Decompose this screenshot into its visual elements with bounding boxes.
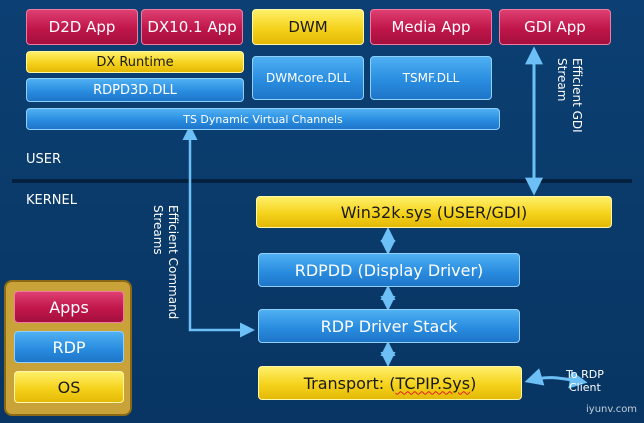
to-rdp-line1: To RDP xyxy=(566,368,604,381)
rdpdd-box: RDPDD (Display Driver) xyxy=(258,253,520,287)
efficient-cmd-line2: Streams xyxy=(151,205,165,255)
transport-box: Transport: (TCPIP.Sys) xyxy=(258,366,522,400)
rdp-driver-stack-box: RDP Driver Stack xyxy=(258,309,520,343)
efficient-gdi-stream-label: Efficient GDI Stream xyxy=(554,58,584,133)
rdp-driver-stack-label: RDP Driver Stack xyxy=(320,316,458,336)
to-rdp-line2: Client xyxy=(568,381,601,394)
d2d-app-box: D2D App xyxy=(26,9,138,45)
dwm-label: DWM xyxy=(288,18,328,36)
efficient-gdi-line1: Efficient GDI xyxy=(570,58,584,133)
transport-suffix: ) xyxy=(470,373,477,393)
command-stream-arrow xyxy=(182,125,255,338)
watermark-text: iyunv.com xyxy=(586,404,638,415)
legend-os: OS xyxy=(14,371,124,403)
to-rdp-client-label: To RDP Client xyxy=(566,368,604,394)
dwm-box: DWM xyxy=(252,9,364,45)
legend-rdp: RDP xyxy=(14,331,124,363)
legend-rdp-label: RDP xyxy=(52,337,86,357)
dx-runtime-label: DX Runtime xyxy=(96,54,174,70)
transport-prefix: Transport: ( xyxy=(303,373,396,393)
transport-name: TCPIP.Sys xyxy=(395,373,471,393)
rdpdd-label: RDPDD (Display Driver) xyxy=(294,260,484,280)
rdpd3d-dll-label: RDPD3D.DLL xyxy=(93,82,177,98)
legend-apps: Apps xyxy=(14,291,124,323)
kernel-mode-label: KERNEL xyxy=(26,193,77,208)
win32k-label: Win32k.sys (USER/GDI) xyxy=(340,202,528,222)
efficient-gdi-line2: Stream xyxy=(555,58,569,102)
legend-os-label: OS xyxy=(57,377,81,397)
dwmcore-dll-label: DWMcore.DLL xyxy=(266,71,350,85)
dx101-app-label: DX10.1 App xyxy=(147,18,237,36)
dwmcore-dll-box: DWMcore.DLL xyxy=(252,56,364,100)
d2d-app-label: D2D App xyxy=(48,18,116,36)
to-rdp-client-arrow xyxy=(524,368,588,389)
media-app-box: Media App xyxy=(370,9,492,45)
rdpd3d-dll-box: RDPD3D.DLL xyxy=(26,78,244,102)
ts-dynamic-virtual-channels-box: TS Dynamic Virtual Channels xyxy=(26,108,500,130)
legend-apps-label: Apps xyxy=(49,297,89,317)
dx101-app-box: DX10.1 App xyxy=(141,9,243,45)
tsmf-dll-box: TSMF.DLL xyxy=(370,56,492,100)
efficient-command-streams-label: Efficient Command Streams xyxy=(150,205,180,319)
tsmf-dll-label: TSMF.DLL xyxy=(402,71,460,85)
gdi-app-label: GDI App xyxy=(524,18,586,36)
efficient-cmd-line1: Efficient Command xyxy=(166,205,180,320)
gdi-app-box: GDI App xyxy=(499,9,611,45)
ts-channels-label: TS Dynamic Virtual Channels xyxy=(183,112,343,126)
user-mode-label: USER xyxy=(26,152,62,167)
dx-runtime-box: DX Runtime xyxy=(26,51,244,73)
media-app-label: Media App xyxy=(391,18,471,36)
win32k-box: Win32k.sys (USER/GDI) xyxy=(256,196,612,228)
